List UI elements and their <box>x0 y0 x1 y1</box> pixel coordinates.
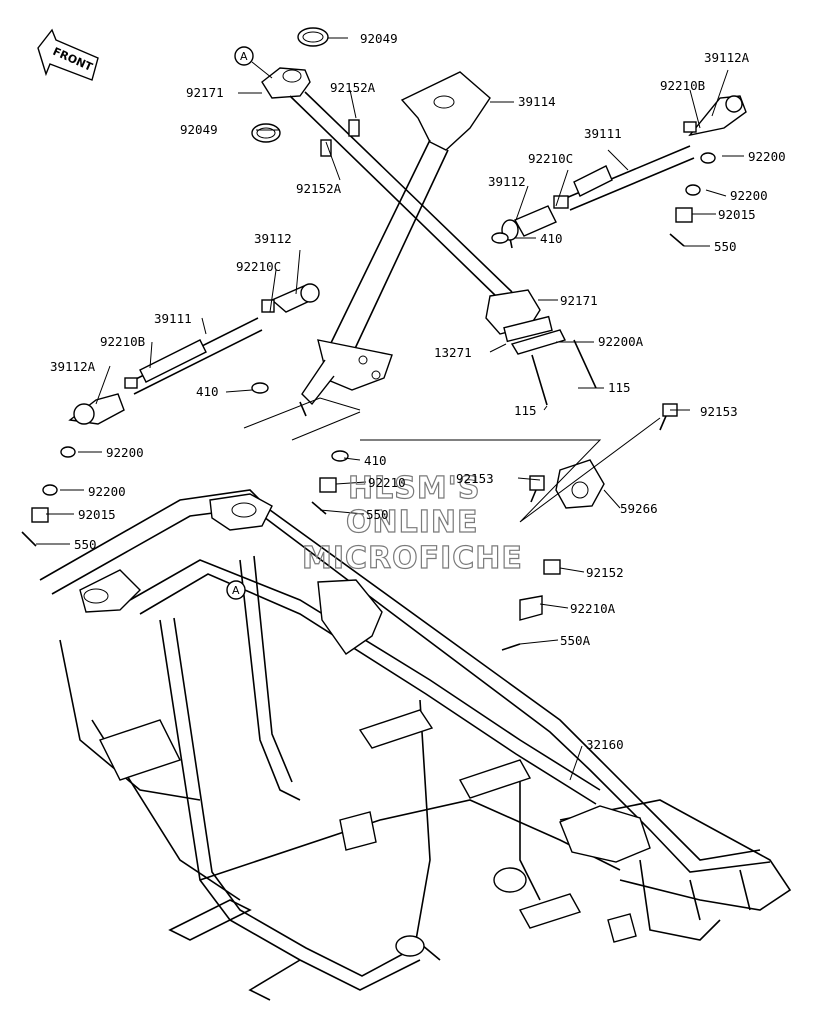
hardware <box>21 152 716 651</box>
front-arrow-icon: FRONT <box>37 28 99 81</box>
part-label-13271: 13271 <box>434 345 472 360</box>
part-label-92049-top: 92049 <box>360 31 398 46</box>
watermark-line-2: ONLINE <box>346 505 479 540</box>
part-label-39111-right: 39111 <box>584 126 622 141</box>
part-label-32160: 32160 <box>586 737 624 752</box>
part-label-92210a: 92210A <box>570 601 616 616</box>
part-label-92152a-low: 92152A <box>296 181 342 196</box>
callout-a-frame-text: A <box>232 584 240 597</box>
steering-stem <box>299 71 491 417</box>
part-label-92171-right: 92171 <box>560 293 598 308</box>
part-label-92049-mid: 92049 <box>180 122 218 137</box>
part-labels: 92049 92171 92152A 92049 92152A 39114 39… <box>50 31 786 752</box>
part-label-550a: 550A <box>560 633 591 648</box>
part-label-39112-right: 39112 <box>488 174 526 189</box>
part-label-92200-right-2: 92200 <box>730 188 768 203</box>
part-label-115-b: 115 <box>514 403 537 418</box>
part-label-92200-left-1: 92200 <box>106 445 144 460</box>
part-label-92210b-left: 92210B <box>100 334 145 349</box>
upper-bracket <box>251 27 553 343</box>
part-label-410-right: 410 <box>540 231 563 246</box>
part-label-550-left: 550 <box>74 537 97 552</box>
callout-a-text: A <box>240 50 248 63</box>
part-label-39112-left: 39112 <box>254 231 292 246</box>
part-label-92153-b: 92153 <box>456 471 494 486</box>
part-label-92015-left: 92015 <box>78 507 116 522</box>
part-label-92210c-left: 92210C <box>236 259 281 274</box>
part-label-92200-right-1: 92200 <box>748 149 786 164</box>
part-label-92153-a: 92153 <box>700 404 738 419</box>
part-label-39112a-left: 39112A <box>50 359 96 374</box>
part-label-59266: 59266 <box>620 501 658 516</box>
part-label-92210c-right: 92210C <box>528 151 573 166</box>
part-label-92200-left-2: 92200 <box>88 484 126 499</box>
part-label-92152: 92152 <box>586 565 624 580</box>
part-label-92210-center: 92210 <box>368 475 406 490</box>
callout-a-frame: A <box>226 580 246 600</box>
part-label-92015-right: 92015 <box>718 207 756 222</box>
watermark-line-1: HLSM'S <box>348 471 480 506</box>
part-label-39112a-right: 39112A <box>704 50 750 65</box>
leader-lines <box>36 37 744 781</box>
callout-a-top: A <box>234 46 273 79</box>
part-label-39111-left: 39111 <box>154 311 192 326</box>
main-frame <box>39 489 792 1001</box>
part-label-550-right: 550 <box>714 239 737 254</box>
part-label-92152a-top: 92152A <box>330 80 376 95</box>
part-label-39114: 39114 <box>518 94 556 109</box>
part-label-92171-top: 92171 <box>186 85 224 100</box>
part-label-92200a: 92200A <box>598 334 644 349</box>
left-tie-rod <box>68 283 320 425</box>
part-label-92210b-right: 92210B <box>660 78 705 93</box>
right-tie-rod <box>501 95 747 249</box>
part-label-115-a: 115 <box>608 380 631 395</box>
watermark-line-3: MICROFICHE <box>302 541 523 576</box>
part-label-550-center: 550 <box>366 507 389 522</box>
part-label-410-left: 410 <box>196 384 219 399</box>
watermark: HLSM'S ONLINE MICROFICHE <box>301 470 523 576</box>
part-label-410-center: 410 <box>364 453 387 468</box>
